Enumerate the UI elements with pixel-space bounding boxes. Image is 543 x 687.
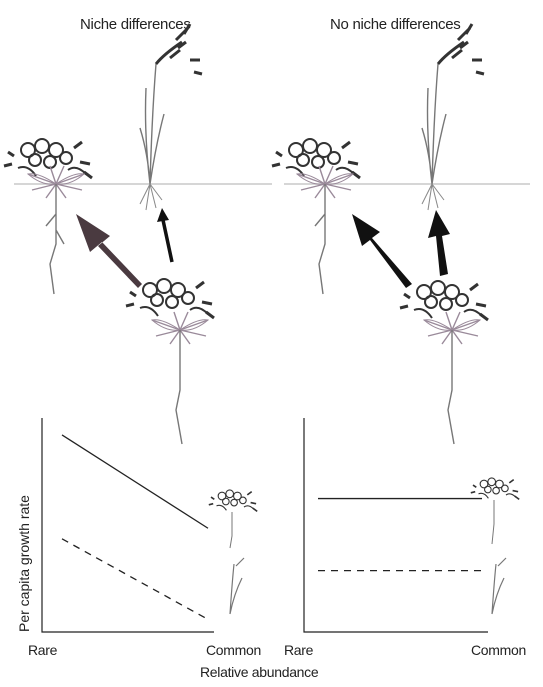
small-forb-icon bbox=[471, 478, 519, 499]
thin-arrow-head bbox=[157, 208, 169, 222]
small-forb-icon bbox=[209, 490, 257, 511]
y-axis-label: Per capita growth rate bbox=[16, 495, 32, 632]
forb-plant-icon bbox=[272, 139, 360, 178]
forb-root-icon bbox=[315, 184, 325, 294]
left-x-tick-common: Common bbox=[206, 642, 261, 658]
black-arrow bbox=[428, 210, 450, 276]
left-chart-series-dashed bbox=[62, 539, 208, 620]
right-x-tick-rare: Rare bbox=[284, 642, 313, 658]
grass-plant-icon bbox=[422, 24, 484, 210]
left-chart-axes bbox=[42, 418, 214, 632]
thin-arrow bbox=[163, 220, 172, 262]
forb-root-icon bbox=[448, 330, 454, 444]
right-chart-axes bbox=[304, 418, 488, 632]
grass-plant-icon bbox=[140, 24, 202, 210]
thick-arrow bbox=[76, 214, 142, 288]
black-arrow bbox=[352, 214, 412, 288]
small-grass-icon bbox=[230, 558, 244, 614]
forb-plant-icon bbox=[400, 281, 488, 320]
forb-plant-icon bbox=[4, 139, 92, 178]
left-x-tick-rare: Rare bbox=[28, 642, 57, 658]
right-chart-lines bbox=[318, 499, 482, 571]
forb-root-icon bbox=[46, 184, 64, 294]
forb-root-icon bbox=[176, 330, 182, 444]
left-chart-series-solid bbox=[62, 435, 208, 528]
right-x-tick-common: Common bbox=[471, 642, 526, 658]
small-forb-stem bbox=[492, 500, 494, 544]
x-axis-label: Relative abundance bbox=[200, 664, 318, 680]
small-forb-stem bbox=[230, 512, 232, 548]
left-chart-lines bbox=[62, 435, 208, 619]
small-grass-icon bbox=[492, 558, 506, 614]
